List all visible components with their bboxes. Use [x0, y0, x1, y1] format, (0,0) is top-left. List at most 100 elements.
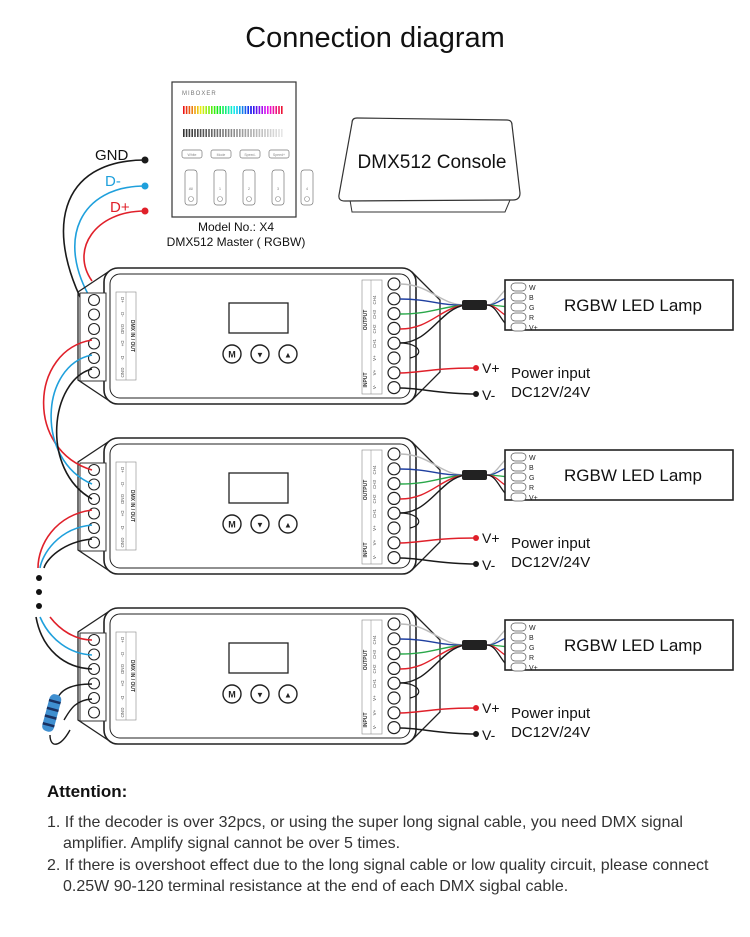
- vplus-loop-wire: [399, 342, 420, 359]
- decoder-body-inner: [109, 273, 411, 399]
- rainbow-tick: [255, 106, 258, 114]
- rainbow-tick: [233, 106, 235, 114]
- master-mode-button: [239, 149, 261, 159]
- power-input-label: Power input: [511, 705, 591, 722]
- lamp-pin-label: B: [529, 465, 534, 472]
- dmx-pin-label: D-: [120, 526, 125, 531]
- brightness-tick: [278, 129, 280, 137]
- power-voltage-label: DC12V/24V: [511, 554, 590, 571]
- link-1-2-gnd: [55, 368, 93, 500]
- rainbow-tick: [264, 106, 266, 114]
- rainbow-tick: [219, 106, 221, 114]
- control-button-menu: [222, 684, 242, 704]
- master-mode-button: [268, 149, 290, 159]
- right-wing: [411, 611, 441, 741]
- rainbow-tick: [244, 106, 247, 114]
- rainbow-tick: [191, 106, 193, 114]
- dmx-terminal-screw: [87, 463, 101, 477]
- console-base: [349, 199, 511, 213]
- output-terminal-screw: [387, 632, 401, 646]
- zone-led-icon: [304, 196, 310, 202]
- rainbow-tick: [197, 106, 199, 114]
- dmx-pin-label: D-: [120, 312, 125, 317]
- input-header-label: INPUT: [363, 543, 369, 558]
- output-header-label: OUTPUT: [363, 310, 369, 331]
- master-mode-button: [210, 149, 232, 159]
- lamp-pin-pad: [510, 482, 527, 492]
- master-desc-label: DMX512 Master ( RGBW): [167, 235, 306, 249]
- brightness-tick: [197, 129, 199, 137]
- d-minus-label: D-: [105, 173, 121, 190]
- rainbow-tick: [199, 106, 202, 114]
- console-body: [338, 117, 521, 202]
- dmx-pin-label: GND: [120, 664, 125, 675]
- decoder-body-inner: [109, 613, 411, 739]
- rgbw-lamp-box: [504, 279, 734, 331]
- lamp-pin-label: W: [529, 625, 536, 632]
- attention-note-2: 2. If there is overshoot effect due to t…: [47, 857, 709, 895]
- rainbow-tick: [183, 106, 185, 114]
- resistor-band: [48, 698, 61, 705]
- output-pin-label: CH1: [372, 509, 377, 518]
- brightness-tick: [275, 129, 277, 137]
- master-zone-button: [213, 169, 227, 206]
- dmx-terminal-screw: [87, 293, 101, 307]
- brightness-tick: [230, 129, 233, 137]
- output-terminal-screw: [387, 706, 401, 720]
- console-label: DMX512 Console: [358, 152, 507, 173]
- output-terminal-screw: [387, 491, 401, 505]
- vminus-label: V-: [482, 387, 496, 403]
- lamp-pin-pad: [510, 622, 527, 632]
- rainbow-bar: [183, 106, 283, 114]
- power-voltage-label: DC12V/24V: [511, 384, 590, 401]
- brightness-tick: [250, 129, 252, 137]
- link-1-2-dminus: [50, 354, 93, 485]
- lamp-pin-label: G: [529, 645, 534, 652]
- link-3-in-dplus: [49, 616, 93, 641]
- lamp-pin-label: G: [529, 475, 534, 482]
- resistor-tail: [49, 729, 71, 745]
- rainbow-tick: [272, 106, 275, 114]
- rainbow-tick: [269, 106, 272, 114]
- output-pin-label: CH1: [372, 339, 377, 348]
- rainbow-tick: [208, 106, 210, 114]
- brightness-tick: [258, 129, 261, 137]
- rainbow-tick: [202, 106, 205, 114]
- output-terminal-screw: [387, 307, 401, 321]
- output-terminal-screw: [387, 536, 401, 550]
- brightness-tick: [244, 129, 247, 137]
- right-wing: [411, 441, 441, 571]
- rainbow-tick: [241, 106, 244, 114]
- output-pin-label: V+: [372, 695, 377, 701]
- output-pin-label: CH3: [372, 480, 377, 489]
- resistor-body: [42, 694, 62, 732]
- attention-title: Attention:: [47, 782, 128, 801]
- lamp-pin-pad: [510, 452, 527, 462]
- brightness-tick: [208, 129, 210, 137]
- dmx-pin-label: D+: [120, 637, 125, 643]
- dmx-pin-label: D+: [120, 297, 125, 303]
- lamp-pin-pad: [510, 662, 527, 672]
- input-header-label: INPUT: [363, 713, 369, 728]
- output-pin-label: CH2: [372, 324, 377, 333]
- lamp-pin-pad: [510, 472, 527, 482]
- output-pin-label: V-: [372, 554, 377, 559]
- brightness-tick: [183, 129, 185, 137]
- output-pin-label: CH4: [372, 295, 377, 304]
- lamp-label: RGBW LED Lamp: [564, 296, 702, 315]
- output-label-strip: [361, 619, 383, 735]
- control-button-down: [250, 514, 270, 534]
- dmx-pin-label: GND: [120, 538, 125, 549]
- brightness-tick: [225, 129, 227, 137]
- output-terminal-screw: [387, 551, 401, 565]
- lamp-pin-pad: [510, 302, 527, 312]
- lamp-pin-label: B: [529, 295, 534, 302]
- vplus-label: V+: [482, 530, 500, 546]
- control-button-menu: [222, 344, 242, 364]
- rainbow-tick: [267, 106, 269, 114]
- link-2-out-dminus: [39, 524, 93, 569]
- lamp-pin-pad: [510, 632, 527, 642]
- lamp-pin-pad: [510, 322, 527, 332]
- brightness-tick: [281, 129, 283, 137]
- brightness-tick: [202, 129, 205, 137]
